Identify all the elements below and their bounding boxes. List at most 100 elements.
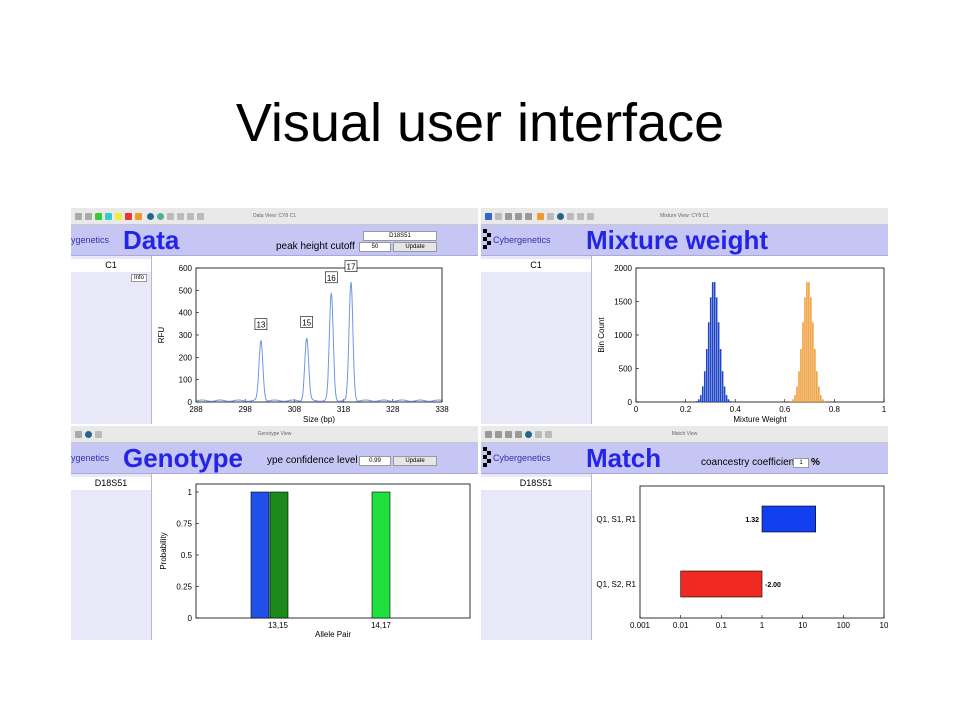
bar-value-label: 1.32 <box>745 517 759 524</box>
sidebar-item-d18s51[interactable]: D18S51 <box>481 477 591 490</box>
peak-label: 13 <box>256 321 265 330</box>
x-tick-label: 0.2 <box>680 405 692 414</box>
orange-icon[interactable] <box>135 213 142 220</box>
x-tick-label: 318 <box>337 405 351 414</box>
tool-icon[interactable] <box>197 213 204 220</box>
globe-icon[interactable] <box>157 213 164 220</box>
confidence-level-input[interactable]: 0.99 <box>359 456 391 466</box>
histogram-bar <box>823 401 826 402</box>
histogram-bar <box>705 349 708 402</box>
tool-icon[interactable] <box>495 431 502 438</box>
cybergenetics-logo-icon <box>483 229 491 249</box>
orange-icon[interactable] <box>537 213 544 220</box>
histogram-bar <box>792 399 794 402</box>
match-panel: Match View Cybergenetics Match coancestr… <box>481 426 888 640</box>
update-button[interactable]: Update <box>393 242 437 252</box>
peak-label-box <box>344 260 358 272</box>
x-tick-label: 308 <box>288 405 302 414</box>
tool-icon[interactable] <box>515 431 522 438</box>
histogram-bar <box>798 371 800 402</box>
tool-icon[interactable] <box>187 213 194 220</box>
histogram-bar <box>701 386 704 402</box>
tool-icon[interactable] <box>95 431 102 438</box>
globe-icon[interactable] <box>147 213 154 220</box>
histogram-bar <box>719 349 722 402</box>
tool-icon[interactable] <box>75 431 82 438</box>
histogram-bar <box>711 282 714 402</box>
y-tick-label: 0 <box>628 398 633 407</box>
tool-icon[interactable] <box>485 431 492 438</box>
sidebar-item-c1[interactable]: C1 <box>71 259 151 272</box>
x-tick-label: 328 <box>386 405 400 414</box>
x-tick-label: 14,17 <box>371 621 392 630</box>
tool-icon[interactable] <box>75 213 82 220</box>
cutoff-input[interactable]: 50 <box>359 242 391 252</box>
genotype-panel: Genotype View ygenetics Genotype ype con… <box>71 426 478 640</box>
print-icon[interactable] <box>495 213 502 220</box>
y-tick-label: Q1, S2, R1 <box>596 580 636 589</box>
tool-icon[interactable] <box>577 213 584 220</box>
yellow-icon[interactable] <box>115 213 122 220</box>
tool-icon[interactable] <box>587 213 594 220</box>
log-likelihood-bar <box>680 570 763 598</box>
tool-icon[interactable] <box>167 213 174 220</box>
match-toolbar: Match View <box>481 426 888 443</box>
y-axis-label: Probability <box>159 532 168 569</box>
x-tick-label: 288 <box>189 405 203 414</box>
coancestry-coefficient-input[interactable]: 1 <box>793 458 809 468</box>
globe-icon[interactable] <box>557 213 564 220</box>
peak-label: 17 <box>347 263 356 272</box>
red-icon[interactable] <box>125 213 132 220</box>
histogram-bar <box>790 401 792 402</box>
tool-icon[interactable] <box>177 213 184 220</box>
genotype-panel-label: Genotype <box>123 443 243 473</box>
chart-icon[interactable] <box>485 213 492 220</box>
histogram-bar <box>814 349 816 402</box>
histogram-bar <box>802 322 804 402</box>
genotype-toolbar: Genotype View <box>71 426 478 443</box>
x-tick-label: 13,15 <box>268 621 289 630</box>
green-icon[interactable] <box>95 213 102 220</box>
cyan-icon[interactable] <box>105 213 112 220</box>
pan-icon[interactable] <box>525 213 532 220</box>
tool-icon[interactable] <box>505 431 512 438</box>
data-panel-label: Data <box>123 225 180 255</box>
tool-icon[interactable] <box>567 213 574 220</box>
globe-icon[interactable] <box>525 431 532 438</box>
tool-icon[interactable] <box>547 213 554 220</box>
tool-icon[interactable] <box>535 431 542 438</box>
locus-selector[interactable]: D18S51 <box>363 231 437 241</box>
zoom-icon[interactable] <box>515 213 522 220</box>
x-tick-label: 0.1 <box>716 621 728 630</box>
brand-label: ygenetics <box>71 235 110 245</box>
x-tick-label: 298 <box>239 405 253 414</box>
info-button[interactable]: Info <box>130 274 147 282</box>
x-tick-label: 0.01 <box>673 621 689 630</box>
sidebar-item-d18s51[interactable]: D18S51 <box>71 477 151 490</box>
y-tick-label: 0.25 <box>176 583 192 592</box>
histogram-bar <box>721 371 724 402</box>
data-toolbar: Data View: CY8 C1 <box>71 208 478 225</box>
bar-value-label: -2.00 <box>765 582 781 589</box>
data-window-title: Data View: CY8 C1 <box>253 213 296 219</box>
y-axis-label: RFU <box>157 327 166 344</box>
x-tick-label: 0.4 <box>730 405 742 414</box>
y-tick-label: 0.75 <box>176 520 192 529</box>
histogram-bar <box>822 399 824 402</box>
x-tick-label: 10 <box>798 621 807 630</box>
tool-icon[interactable] <box>85 213 92 220</box>
update-button[interactable]: Update <box>393 456 437 466</box>
coefficient-unit: % <box>811 457 820 468</box>
tool-icon[interactable] <box>545 431 552 438</box>
peak-label-box <box>325 271 338 284</box>
mixture-toolbar: Mixture View: CY8 C1 <box>481 208 888 225</box>
arrow-icon[interactable] <box>505 213 512 220</box>
histogram-bar <box>699 395 702 402</box>
histogram-bar <box>806 282 808 402</box>
sidebar-item-c1[interactable]: C1 <box>481 259 591 272</box>
cybergenetics-logo-icon <box>483 447 491 467</box>
plot-area <box>195 483 471 619</box>
histogram-bar <box>703 371 706 402</box>
globe-icon[interactable] <box>85 431 92 438</box>
